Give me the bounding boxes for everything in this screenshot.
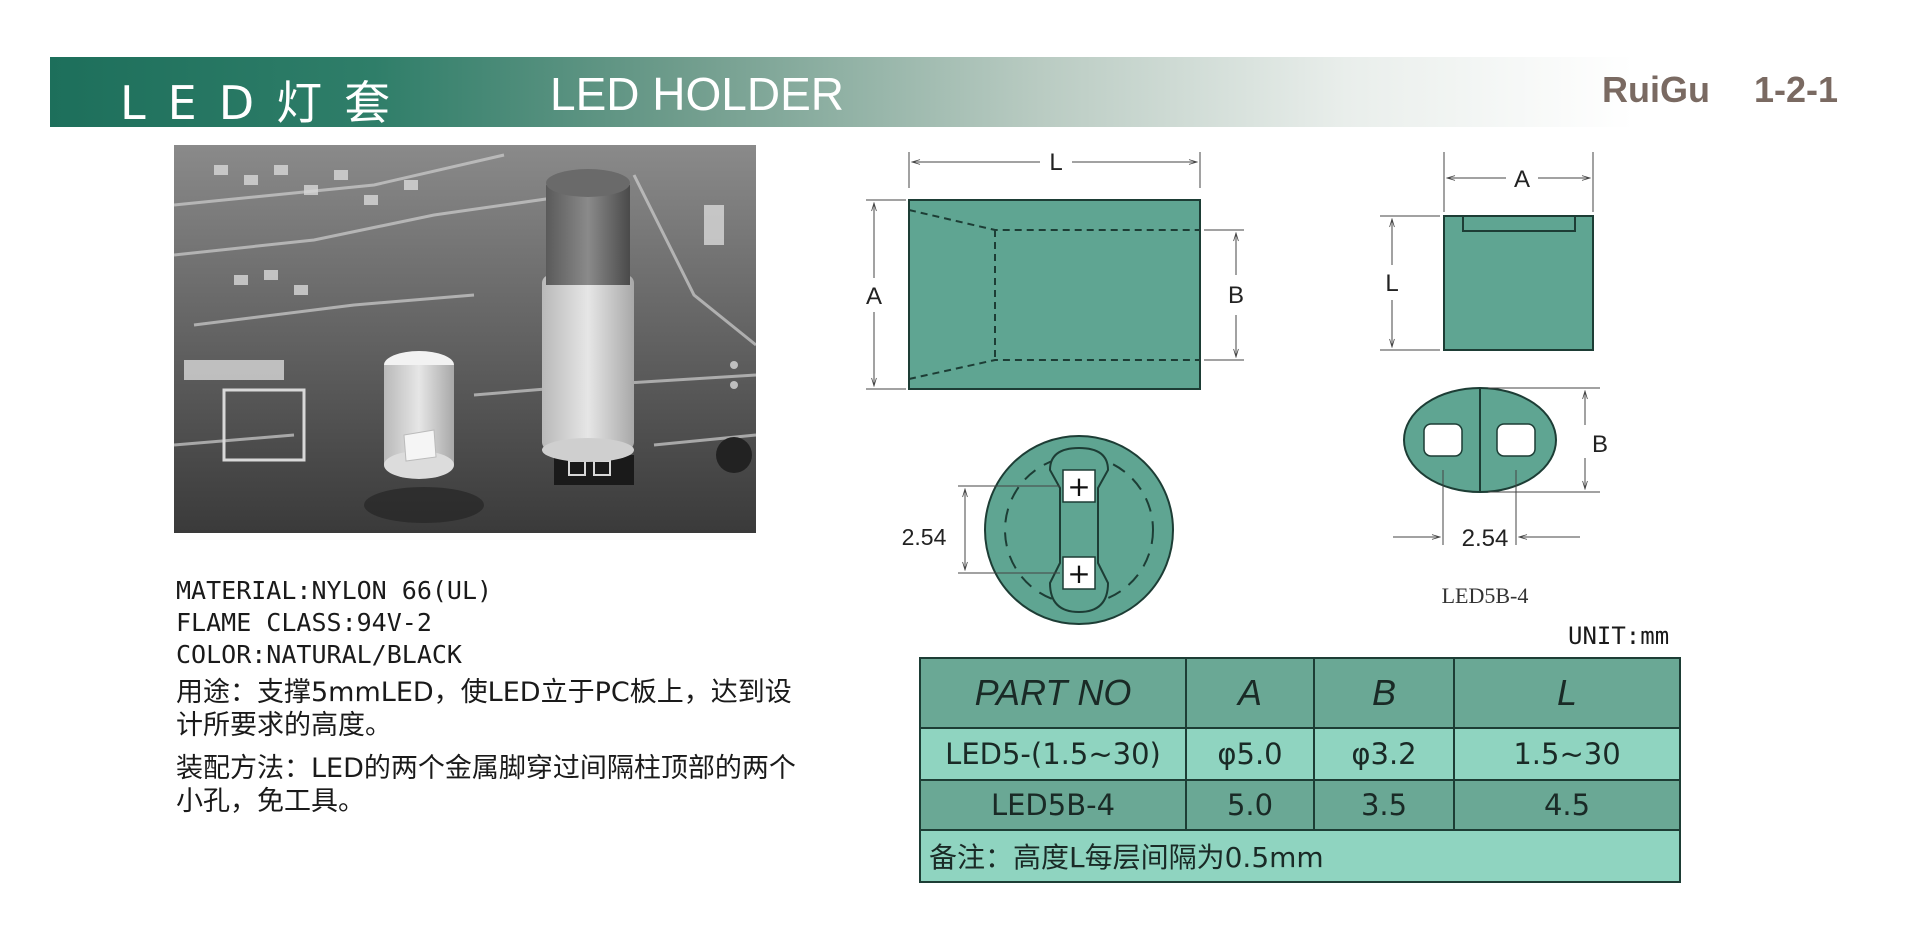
product-photo bbox=[174, 145, 756, 533]
round-top-view-drawing: + + 2.54 bbox=[902, 435, 1174, 625]
dim-label-b-2: B bbox=[1592, 431, 1608, 458]
dim-label-a-2: A bbox=[1514, 166, 1530, 193]
dim-label-a: A bbox=[866, 283, 882, 310]
square-front-view-drawing: A L bbox=[1380, 152, 1594, 351]
dim-label-b: B bbox=[1228, 282, 1244, 309]
plus-mark-top: + bbox=[1067, 470, 1090, 503]
dim-label-l: L bbox=[1049, 149, 1062, 176]
cell-part-no: LED5B-4 bbox=[919, 779, 1187, 831]
table-note: 备注：高度L每层间隔为0.5mm bbox=[919, 829, 1681, 883]
cell-l: 4.5 bbox=[1453, 779, 1681, 831]
title-en: LED HOLDER bbox=[550, 68, 844, 120]
brand-name: RuiGu bbox=[1602, 69, 1710, 110]
spec-flame-class: FLAME CLASS:94V-2 bbox=[176, 608, 432, 637]
pitch-label-oval: 2.54 bbox=[1462, 525, 1509, 552]
header-banner: LED灯套 LED HOLDER RuiGu 1-2-1 bbox=[50, 57, 1850, 130]
spec-color: COLOR:NATURAL/BLACK bbox=[176, 640, 462, 669]
model-label: LED5B-4 bbox=[1442, 583, 1529, 608]
cell-a: φ5.0 bbox=[1185, 727, 1315, 781]
unit-label: UNIT:mm bbox=[1568, 622, 1670, 650]
page-number: 1-2-1 bbox=[1753, 69, 1838, 110]
cell-a: 5.0 bbox=[1185, 779, 1315, 831]
parts-table: PART NO A B L LED5-(1.5~30) φ5.0 φ3.2 1.… bbox=[919, 657, 1681, 883]
cell-l: 1.5~30 bbox=[1453, 727, 1681, 781]
oval-top-view-drawing: B 2.54 LED5B-4 bbox=[1393, 387, 1608, 608]
side-view-drawing: L A B bbox=[866, 149, 1244, 390]
table-note-row: 备注：高度L每层间隔为0.5mm bbox=[919, 829, 1681, 883]
spec-list: MATERIAL:NYLON 66(UL) FLAME CLASS:94V-2 … bbox=[176, 575, 492, 671]
header-b: B bbox=[1313, 657, 1455, 729]
spec-material: MATERIAL:NYLON 66(UL) bbox=[176, 576, 493, 605]
header-l: L bbox=[1453, 657, 1681, 729]
cell-b: φ3.2 bbox=[1313, 727, 1455, 781]
cell-part-no: LED5-(1.5~30) bbox=[919, 727, 1187, 781]
table-header-row: PART NO A B L bbox=[919, 657, 1681, 729]
table-row: LED5B-4 5.0 3.5 4.5 bbox=[919, 779, 1681, 831]
table-row: LED5-(1.5~30) φ5.0 φ3.2 1.5~30 bbox=[919, 727, 1681, 781]
title-cn: LED灯套 bbox=[120, 76, 413, 130]
header-a: A bbox=[1185, 657, 1315, 729]
header-part-no: PART NO bbox=[919, 657, 1187, 729]
cell-b: 3.5 bbox=[1313, 779, 1455, 831]
dim-label-l-2: L bbox=[1385, 270, 1398, 297]
plus-mark-bottom: + bbox=[1067, 557, 1090, 590]
usage-description: 用途：支撑5mmLED，使LED立于PC板上，达到设计所要求的高度。 bbox=[176, 677, 792, 741]
assembly-description: 装配方法：LED的两个金属脚穿过间隔柱顶部的两个小孔，免工具。 bbox=[176, 753, 796, 817]
usage-text: 用途：支撑5mmLED，使LED立于PC板上，达到设计所要求的高度。 装配方法：… bbox=[176, 676, 816, 828]
pitch-label-round: 2.54 bbox=[902, 524, 947, 550]
